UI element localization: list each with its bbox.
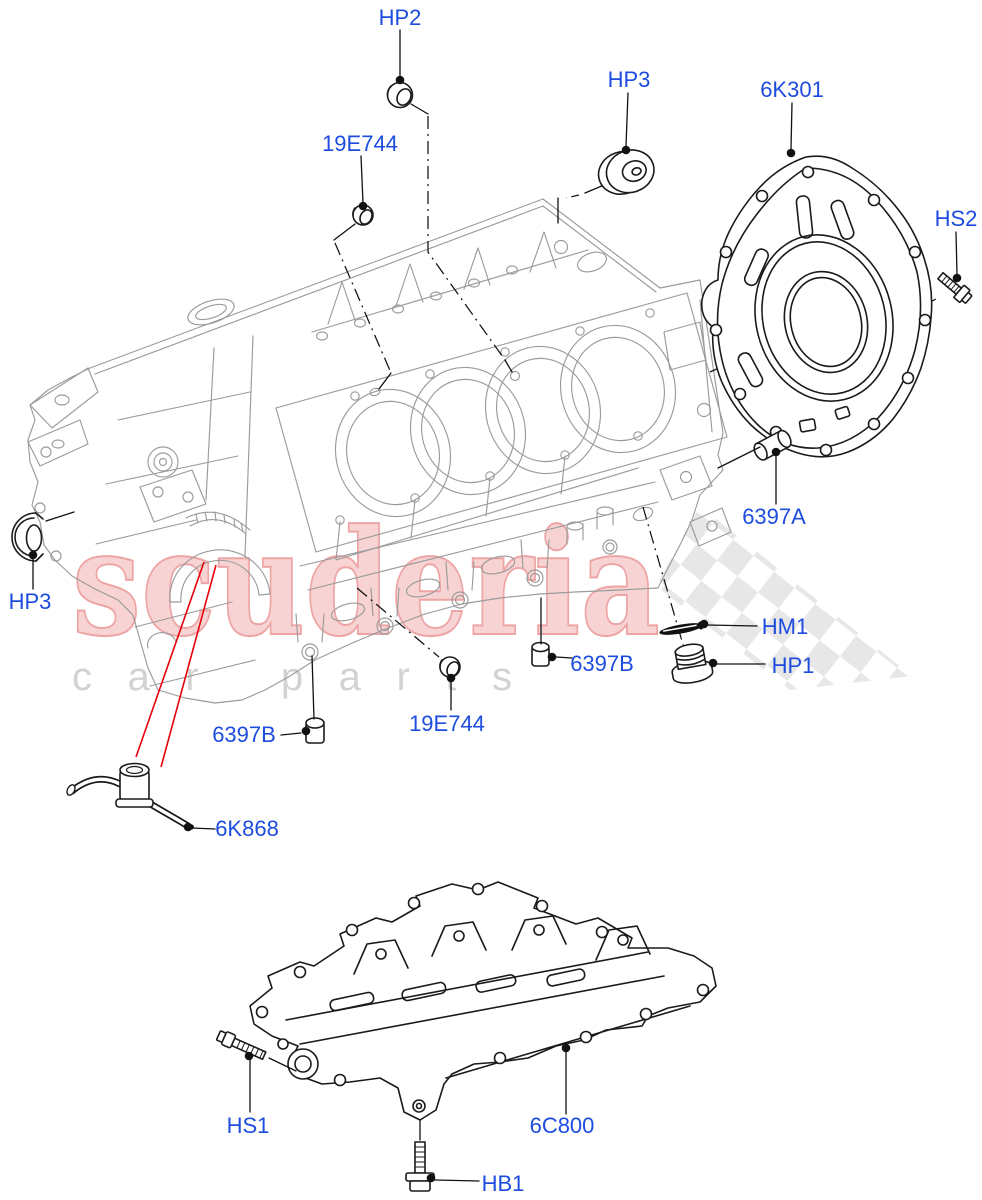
bolt-hb1 [405, 1141, 435, 1192]
tagline-watermark: car parts [72, 655, 546, 699]
part-label-hs1[interactable]: HS1 [227, 1113, 270, 1138]
part-label-hp2[interactable]: HP2 [379, 5, 422, 30]
part-label-19e744-top[interactable]: 19E744 [322, 131, 398, 156]
rear-cover-plate-6k301 [700, 155, 933, 458]
engine-block-drawing [27, 198, 732, 704]
core-plug-19e744-top [352, 204, 374, 226]
plug-6397b-right [531, 641, 550, 667]
bearing-cap-bolts [295, 539, 618, 661]
checkered-flag-watermark [656, 506, 912, 690]
part-label-hp1[interactable]: HP1 [772, 653, 815, 678]
plug-hp1 [671, 643, 714, 684]
part-label-19e744-bottom[interactable]: 19E744 [409, 711, 485, 736]
loose-parts [11, 81, 973, 1192]
highlight-leader-lines [135, 561, 217, 768]
oil-jet-6k868 [66, 762, 194, 830]
part-label-6397a[interactable]: 6397A [742, 504, 806, 529]
part-label-hp3-left[interactable]: HP3 [9, 589, 52, 614]
cup-plug-hp3-left [11, 512, 44, 562]
plug-hp3-top [597, 149, 655, 195]
part-label-6397b-left[interactable]: 6397B [212, 722, 276, 747]
bolt-hs1 [215, 1030, 267, 1061]
part-label-6397b-right[interactable]: 6397B [570, 651, 634, 676]
cup-plug-hp2 [386, 81, 414, 109]
dowel-pin-hm1 [659, 621, 704, 635]
part-label-hb1[interactable]: HB1 [482, 1171, 525, 1196]
core-plug-19e744-bottom [439, 656, 461, 678]
part-label-6k868[interactable]: 6K868 [215, 816, 279, 841]
part-label-hs2[interactable]: HS2 [935, 206, 978, 231]
part-label-hm1[interactable]: HM1 [762, 614, 808, 639]
windage-tray-6c800 [249, 881, 717, 1121]
part-label-6k301[interactable]: 6K301 [760, 77, 824, 102]
part-label-6c800[interactable]: 6C800 [530, 1113, 595, 1138]
plug-6397b-left [305, 717, 325, 744]
part-label-hp3-top[interactable]: HP3 [608, 67, 651, 92]
part-labels: HP2 19E744 HP3 6K301 HS2 6397A HM1 HP1 6… [9, 5, 978, 1196]
leader-lines [28, 29, 962, 1183]
bolt-hs2 [937, 271, 973, 304]
